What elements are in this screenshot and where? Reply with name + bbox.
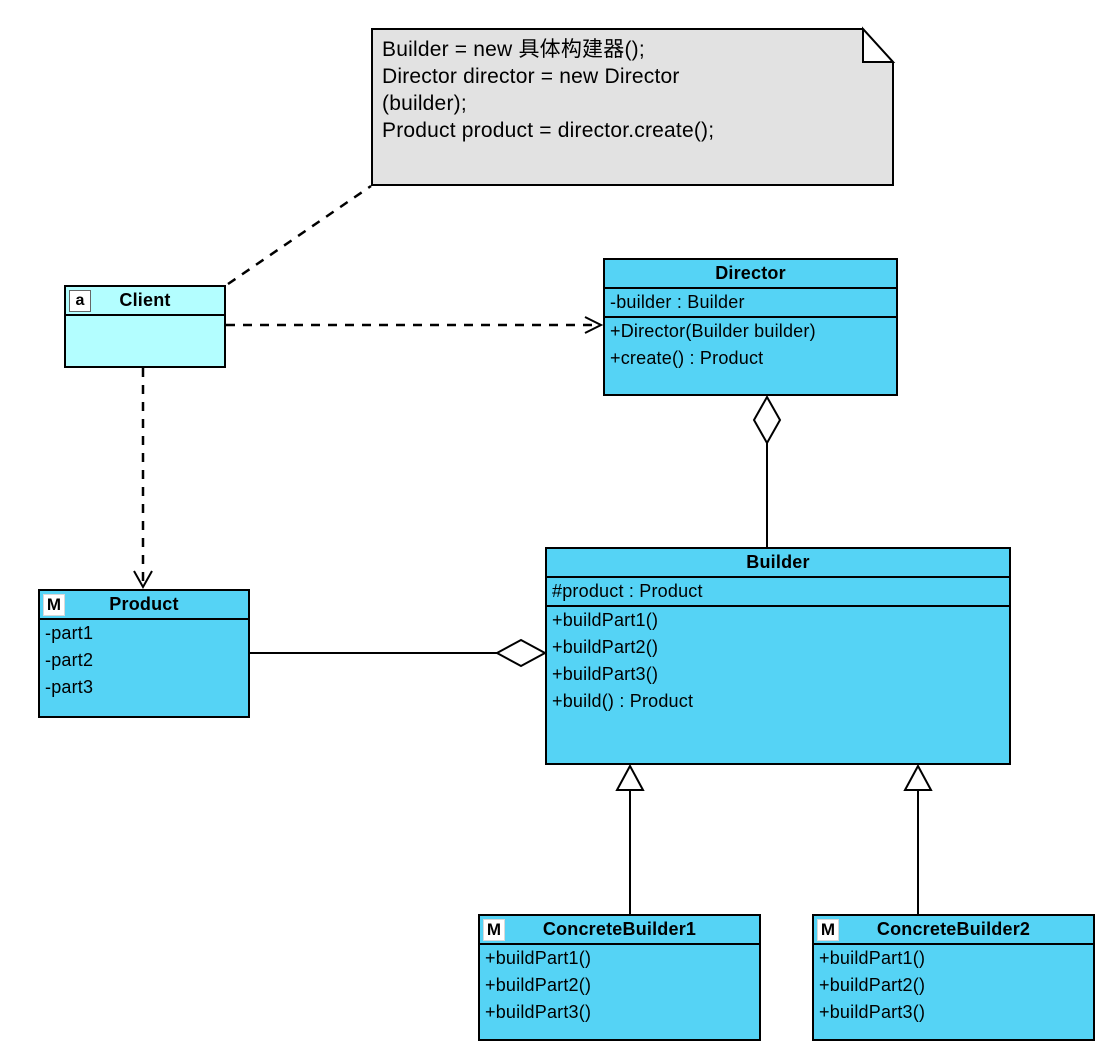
aggregation-diamond-icon (752, 394, 782, 446)
uml-method: +buildPart3() (485, 1002, 592, 1022)
letter-m-icon: M (817, 918, 839, 941)
class-name: ConcreteBuilder1 (542, 919, 697, 939)
class-concretebuilder2-title-bar: M ConcreteBuilder2 (814, 916, 1093, 945)
uml-attribute: #product : Product (552, 581, 703, 601)
class-product-title-bar: M Product (40, 591, 248, 620)
class-box-client: a Client (64, 285, 226, 368)
letter-m-icon: M (43, 593, 65, 616)
uml-method: +buildPart1() (552, 610, 659, 630)
dependency-client-director (226, 316, 604, 334)
uml-attribute: -part1 (45, 623, 94, 643)
class-name: Client (119, 290, 171, 310)
anchor-line-client-note (227, 184, 372, 286)
aggregation-diamond-icon (494, 638, 548, 668)
uml-method: +buildPart1() (819, 948, 926, 968)
note-line: Builder = new 具体构建器(); (382, 38, 645, 61)
uml-method: +buildPart2() (485, 975, 592, 995)
class-client-empty-compartment (66, 316, 224, 366)
class-builder-attributes: #product : Product (547, 578, 1009, 605)
uml-method: +buildPart2() (819, 975, 926, 995)
letter-a-icon: a (69, 289, 91, 312)
letter-m-icon: M (483, 918, 505, 941)
note-line: Product product = director.create(); (382, 119, 715, 142)
note-line: (builder); (382, 92, 467, 115)
uml-method: +build() : Product (552, 691, 694, 711)
uml-method: +Director(Builder builder) (610, 321, 816, 341)
class-concretebuilder1-methods: +buildPart1() +buildPart2() +buildPart3(… (480, 945, 759, 1039)
generalization-triangle-icon (615, 763, 645, 791)
class-concretebuilder2-methods: +buildPart1() +buildPart2() +buildPart3(… (814, 945, 1093, 1039)
uml-method: +create() : Product (610, 348, 764, 368)
class-builder-methods: +buildPart1() +buildPart2() +buildPart3(… (547, 605, 1009, 763)
generalization-triangle-icon (903, 763, 933, 791)
uml-method: +buildPart3() (819, 1002, 926, 1022)
class-client-title-bar: a Client (66, 287, 224, 316)
class-box-concretebuilder1: M ConcreteBuilder1 +buildPart1() +buildP… (478, 914, 761, 1041)
class-builder-title-bar: Builder (547, 549, 1009, 578)
uml-method: +buildPart3() (552, 664, 659, 684)
uml-method: +buildPart2() (552, 637, 659, 657)
note-folded-corner-icon (862, 26, 896, 63)
class-concretebuilder1-title-bar: M ConcreteBuilder1 (480, 916, 759, 945)
class-name: Builder (746, 552, 810, 572)
note-line: Director director = new Director (382, 65, 680, 88)
uml-attribute: -part3 (45, 677, 94, 697)
uml-method: +buildPart1() (485, 948, 592, 968)
class-director-attributes: -builder : Builder (605, 289, 896, 316)
dependency-client-product (133, 368, 153, 590)
class-box-builder: Builder #product : Product +buildPart1()… (545, 547, 1011, 765)
aggregation-director-builder (752, 394, 782, 547)
note-body (371, 28, 894, 186)
open-arrowhead-icon (133, 570, 153, 590)
aggregation-builder-product (250, 638, 548, 668)
class-director-title-bar: Director (605, 260, 896, 289)
generalization-concretebuilder1-builder (615, 763, 645, 914)
class-product-attributes: -part1 -part2 -part3 (40, 620, 248, 716)
generalization-concretebuilder2-builder (903, 763, 933, 914)
note-shape (371, 26, 896, 186)
class-name: Director (715, 263, 786, 283)
class-box-product: M Product -part1 -part2 -part3 (38, 589, 250, 718)
open-arrowhead-icon (584, 316, 604, 334)
class-box-concretebuilder2: M ConcreteBuilder2 +buildPart1() +buildP… (812, 914, 1095, 1041)
class-name: Product (109, 594, 179, 614)
uml-note: Builder = new 具体构建器(); Director director… (372, 29, 893, 185)
uml-attribute: -builder : Builder (610, 292, 745, 312)
class-name: ConcreteBuilder2 (876, 919, 1031, 939)
uml-attribute: -part2 (45, 650, 94, 670)
class-box-director: Director -builder : Builder +Director(Bu… (603, 258, 898, 396)
class-director-methods: +Director(Builder builder) +create() : P… (605, 316, 896, 394)
